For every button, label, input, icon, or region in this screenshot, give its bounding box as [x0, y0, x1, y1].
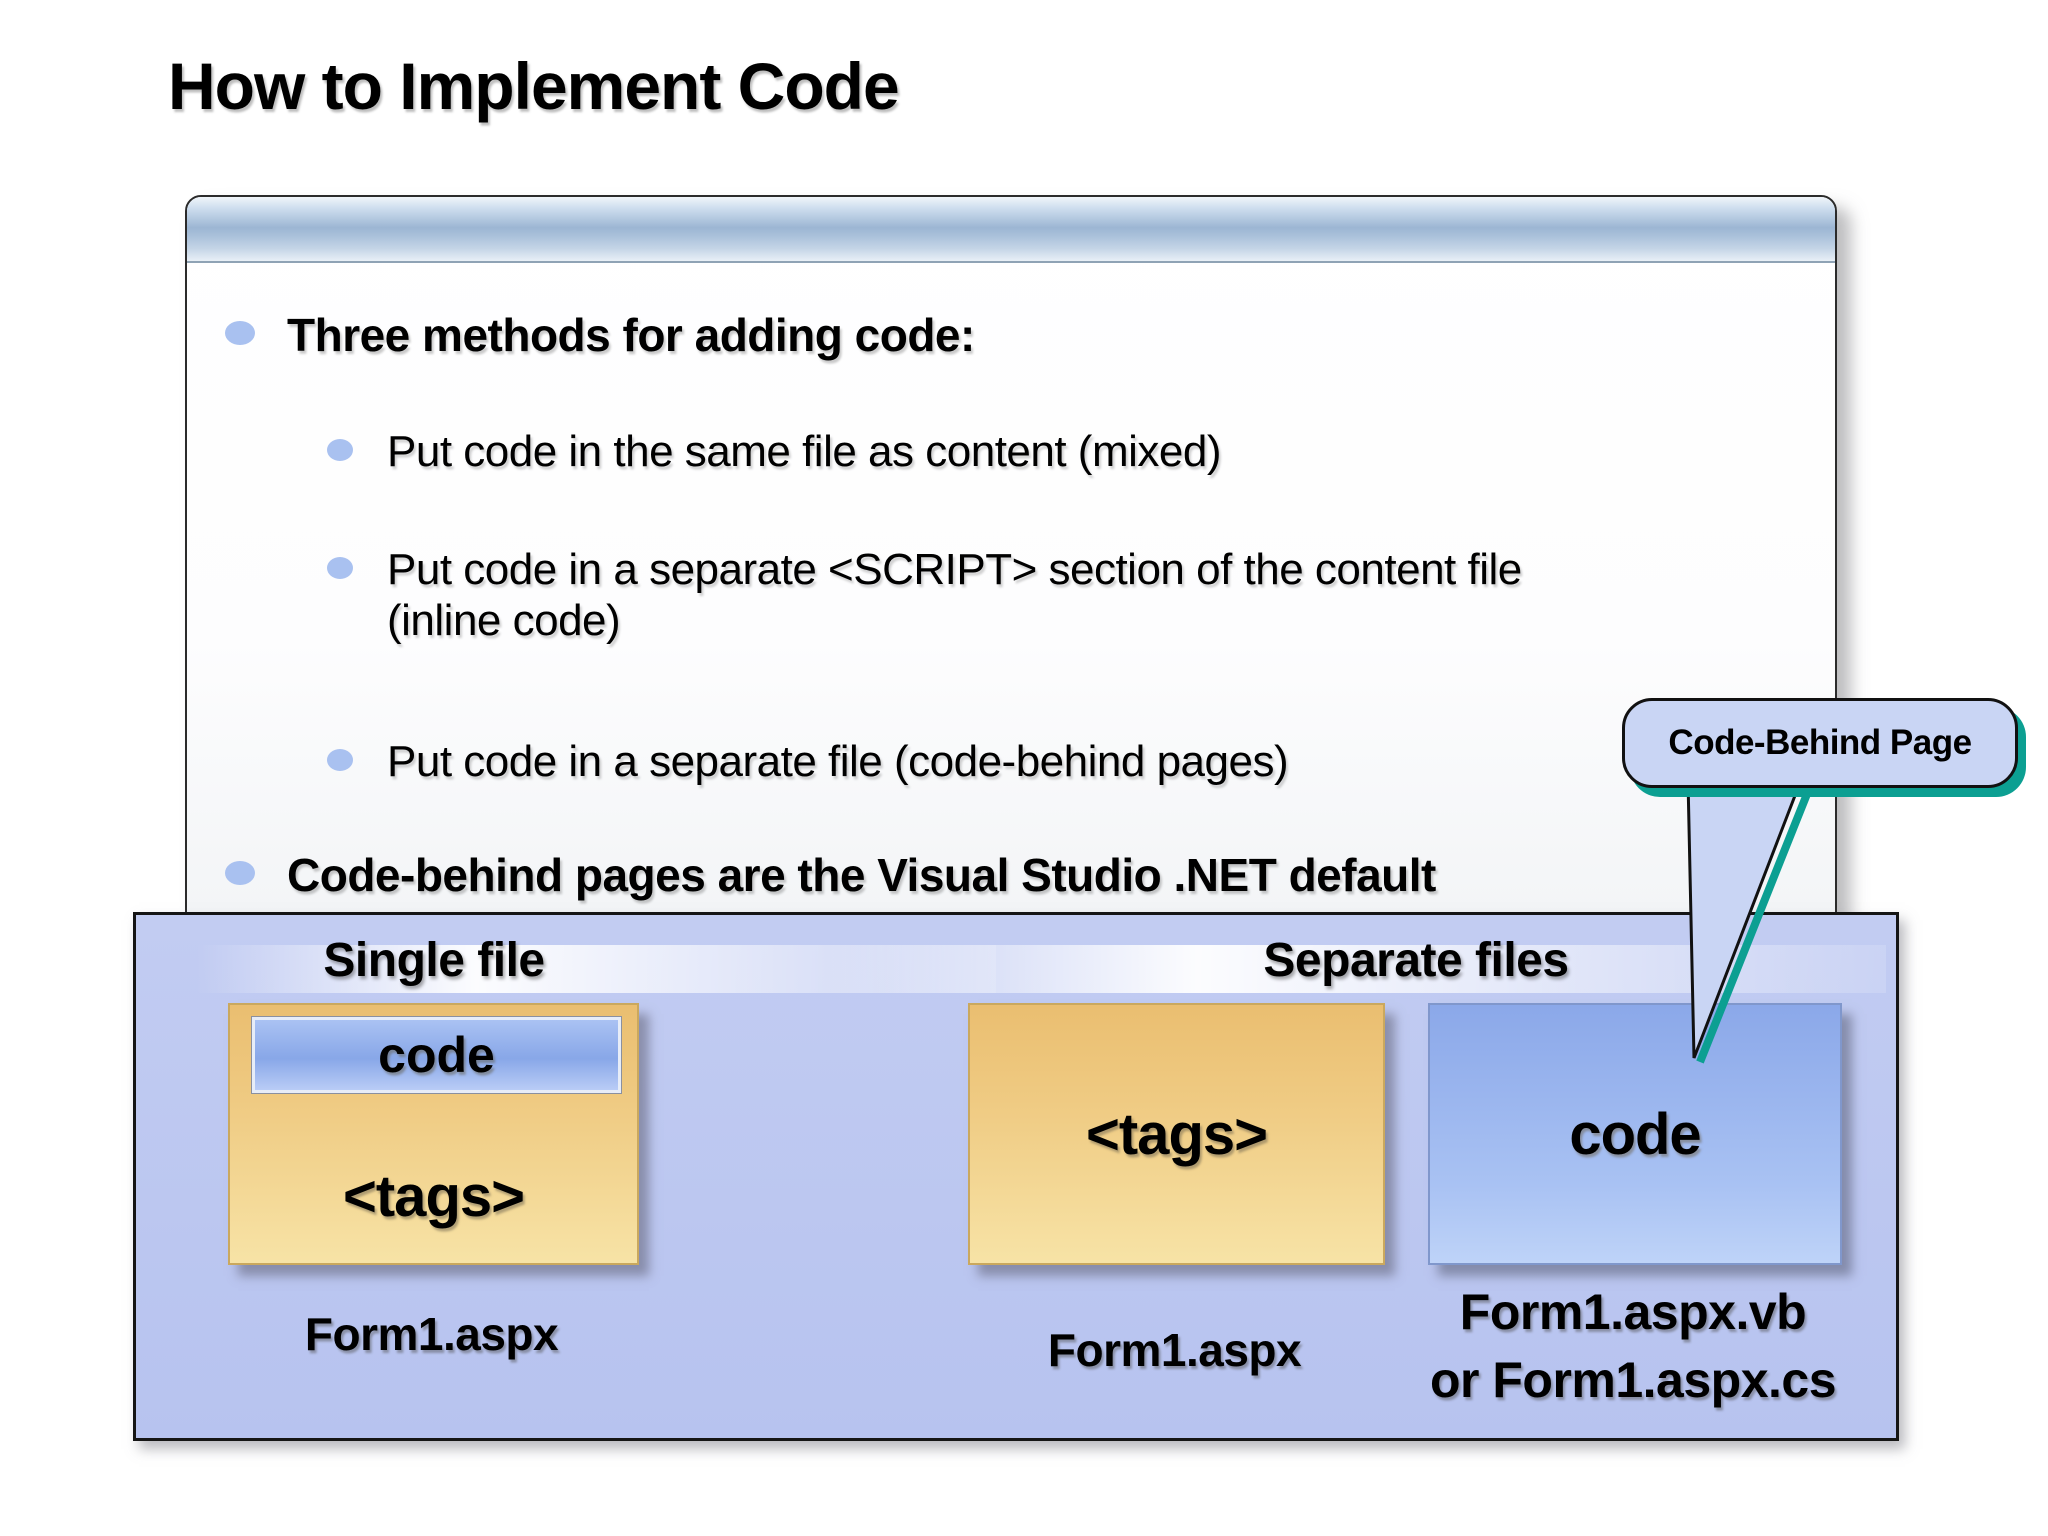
bullet-icon [327, 749, 353, 771]
callout-label: Code-Behind Page [1668, 723, 1972, 762]
code-label: code [378, 1027, 495, 1083]
bullet-text: Put code in the same file as content (mi… [387, 427, 1221, 476]
single-file-name: Form1.aspx [304, 1308, 559, 1360]
separate-code-file-name-line2: or Form1.aspx.cs [1429, 1352, 1837, 1408]
tags-label: <tags> [1086, 1101, 1268, 1167]
separate-code-file-name-line1: Form1.aspx.vb [1459, 1284, 1807, 1340]
bullet-icon [327, 439, 353, 461]
separate-tags-file-name: Form1.aspx [1047, 1324, 1302, 1376]
callout-code-behind-page: Code-Behind Page [1622, 698, 2018, 788]
bullet-icon [225, 861, 255, 885]
single-file-box: code <tags> [228, 1003, 639, 1265]
separate-files-header: Separate files [1263, 934, 1569, 987]
tags-label: <tags> [343, 1164, 525, 1229]
bullet-text: Put code in a separate <SCRIPT> section … [387, 545, 1522, 645]
bullet-icon [327, 557, 353, 579]
separate-code-box: code [1428, 1003, 1842, 1265]
bullet-item: Three methods for adding code: [225, 309, 1687, 362]
window-titlebar [187, 197, 1835, 263]
content-window: Three methods for adding code: Put code … [185, 195, 1837, 939]
bullet-text: Code-behind pages are the Visual Studio … [287, 849, 1436, 901]
diagram-panel: Single file Separate files code <tags> <… [133, 912, 1899, 1441]
bullet-text: Three methods for adding code: [287, 309, 975, 361]
bullet-icon [225, 321, 255, 345]
separate-tags-box: <tags> [968, 1003, 1385, 1265]
bullet-item: Put code in the same file as content (mi… [327, 427, 1597, 478]
single-file-header: Single file [323, 934, 545, 987]
bullet-text: Put code in a separate file (code-behind… [387, 737, 1289, 786]
single-file-code-bar: code [251, 1016, 622, 1094]
code-label: code [1569, 1101, 1701, 1167]
page-title: How to Implement Code [168, 49, 900, 123]
bullet-item: Put code in a separate <SCRIPT> section … [327, 545, 1597, 646]
bullet-item: Code-behind pages are the Visual Studio … [225, 849, 1707, 902]
bullet-item: Put code in a separate file (code-behind… [327, 737, 1597, 788]
